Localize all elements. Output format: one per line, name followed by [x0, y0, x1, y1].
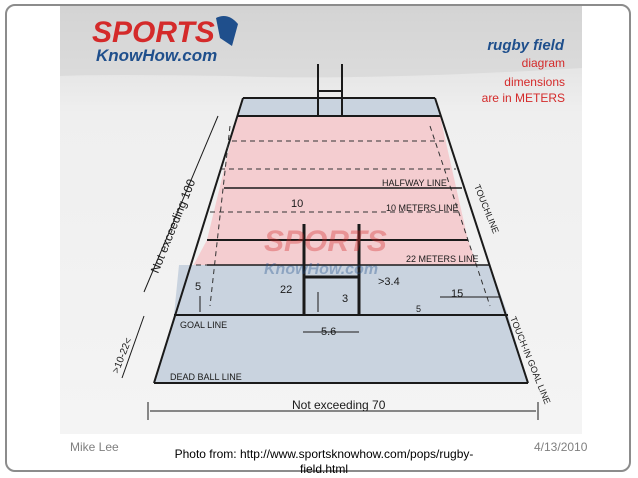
top-goal-posts	[317, 64, 343, 116]
main-field-lines	[207, 187, 490, 266]
twenty-two-meters-line-label: 22 METERS LINE	[406, 254, 479, 264]
svg-text:are in METERS: are in METERS	[482, 91, 565, 105]
svg-text:SPORTS: SPORTS	[92, 16, 215, 49]
svg-text:KnowHow.com: KnowHow.com	[96, 46, 217, 65]
footer-date: 4/13/2010	[534, 440, 588, 454]
rugby-field-diagram: SPORTS KnowHow.com rugby field diagram d…	[60, 6, 582, 434]
svg-text:rugby field: rugby field	[487, 37, 565, 54]
top-field-half	[207, 116, 468, 240]
goal-line-label: GOAL LINE	[180, 320, 227, 330]
watermark: SPORTS KnowHow.com	[264, 225, 387, 278]
five-right-label: 5	[416, 304, 421, 314]
width-dimension-label: Not exceeding 70	[292, 398, 386, 412]
fifteen-label: 15	[451, 288, 463, 300]
svg-text:KnowHow.com: KnowHow.com	[264, 261, 378, 278]
bottom-22-zone	[174, 265, 508, 315]
five-left-label: 5	[195, 281, 201, 293]
sportsknowhow-logo: SPORTS KnowHow.com	[92, 16, 238, 65]
bottom-goal-posts	[302, 224, 361, 315]
footer-caption: Photo from: http://www.sportsknowhow.com…	[174, 447, 474, 476]
dimension-arrows	[121, 115, 539, 420]
field-outline	[153, 97, 529, 384]
top-in-goal-area	[237, 98, 440, 116]
dead-ball-line-label: DEAD BALL LINE	[170, 372, 242, 382]
diagram-canvas: SPORTS KnowHow.com rugby field diagram d…	[60, 6, 582, 434]
header-band	[60, 6, 582, 78]
twenty-two-label: 22	[280, 284, 292, 296]
diagram-title: rugby field diagram dimensions are in ME…	[482, 37, 565, 105]
crossbar-label: >3.4	[378, 276, 400, 288]
bottom-in-goal-area	[154, 315, 528, 383]
halfway-line-label: HALFWAY LINE	[382, 178, 447, 188]
footer-author: Mike Lee	[70, 440, 119, 454]
svg-text:diagram: diagram	[522, 56, 565, 70]
three-label: 3	[342, 293, 348, 305]
post-gap-label: 5.6	[321, 326, 336, 338]
svg-text:SPORTS: SPORTS	[264, 225, 387, 258]
ten-meters-line-label: 10 METERS LINE	[386, 203, 459, 213]
logo-athlete-icon	[216, 16, 238, 46]
ten-label: 10	[291, 198, 303, 210]
svg-text:dimensions: dimensions	[504, 75, 565, 89]
